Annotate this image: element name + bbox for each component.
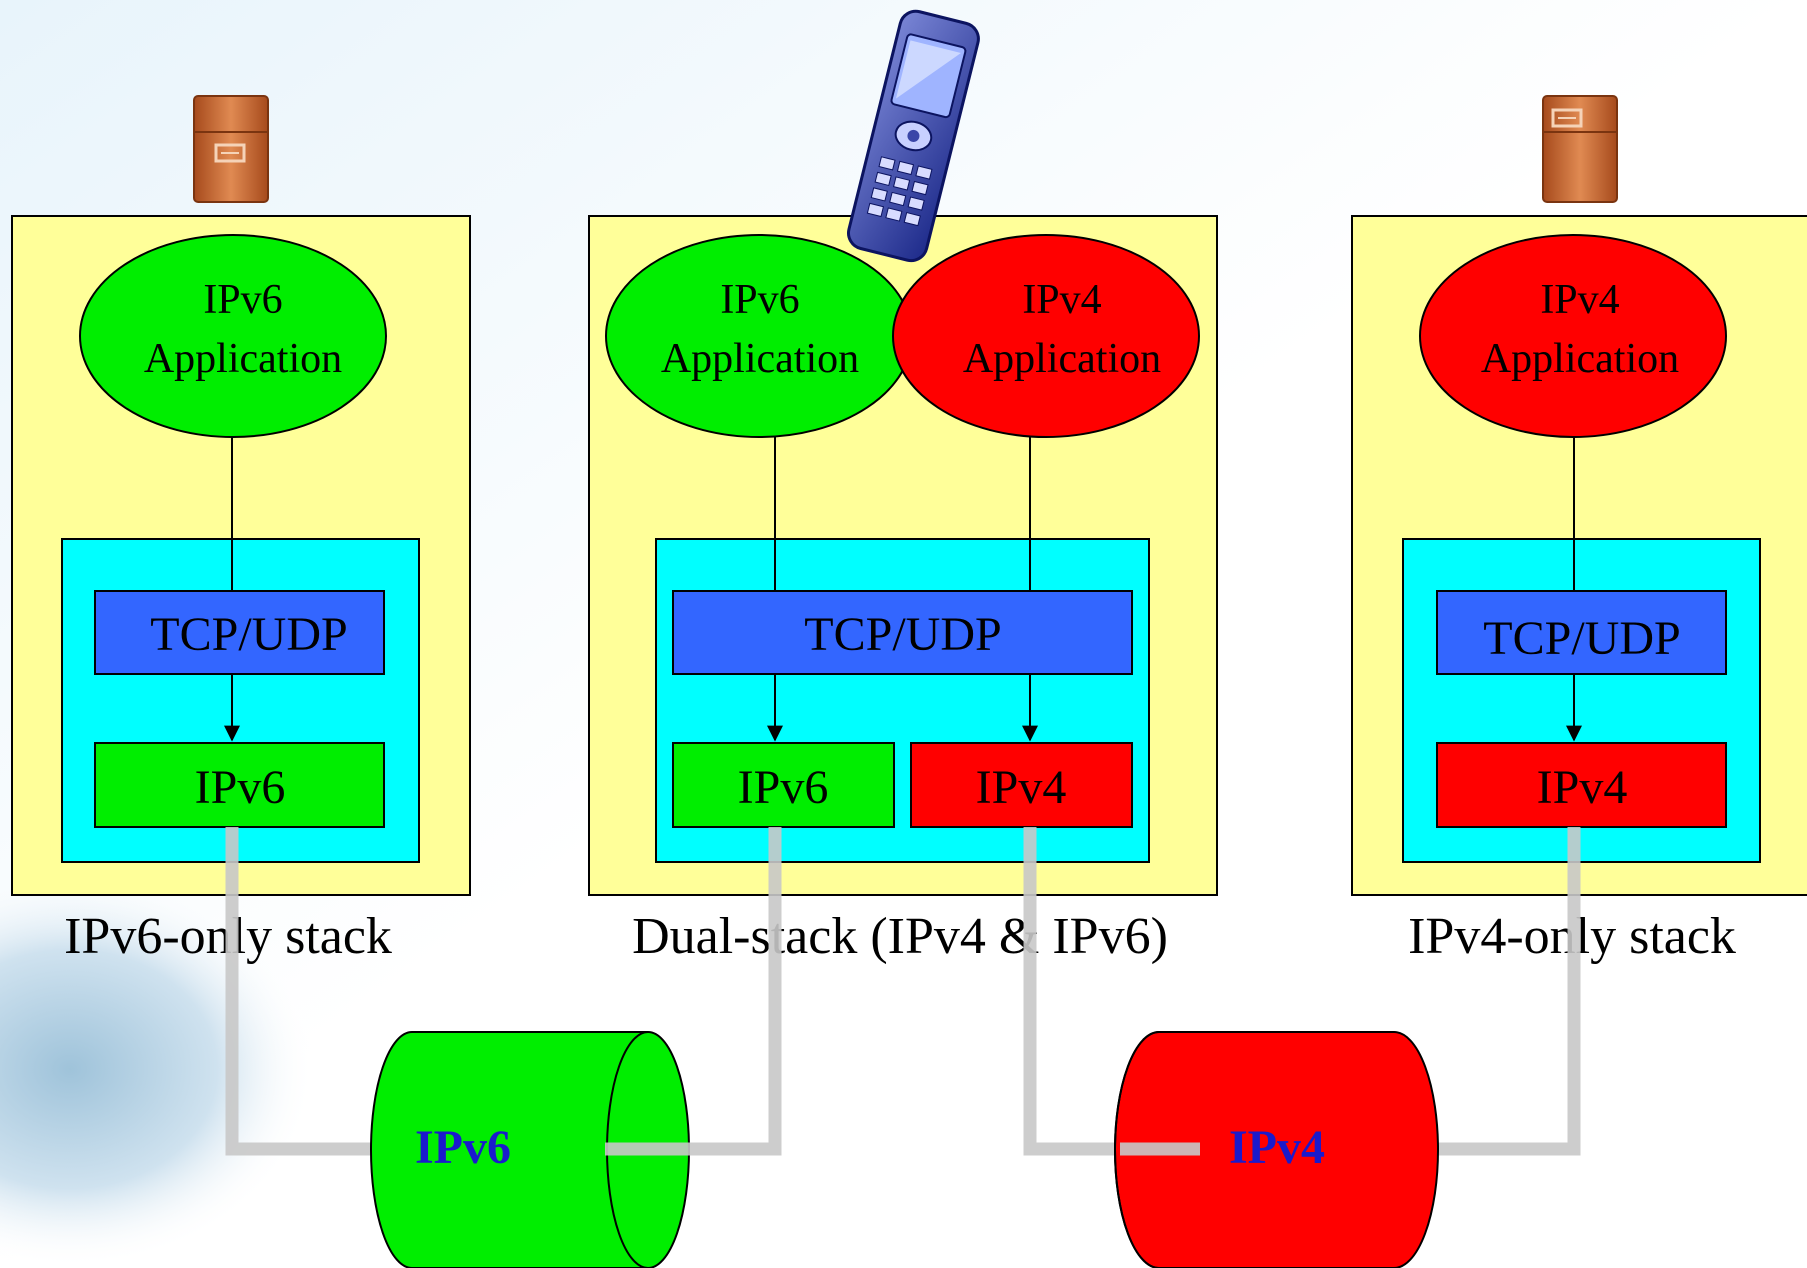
server-icon (193, 95, 269, 203)
ipv4-network-box (910, 742, 1133, 828)
tcp-udp-label: TCP/UDP (804, 608, 1001, 661)
ipv6-network-label: IPv6 (195, 761, 286, 814)
ipv4-network-box (1436, 742, 1727, 828)
tcp-udp-label: TCP/UDP (150, 608, 347, 661)
app-label-line1: IPv6 (203, 277, 282, 323)
tcp-udp-box (94, 590, 385, 675)
app-v4-label-line1: IPv4 (1022, 277, 1101, 323)
ipv6-network-label: IPv6 (738, 761, 829, 814)
ipv6-network-cylinder: IPv6 (370, 1031, 690, 1268)
app-v4-label-line2: Application (963, 336, 1161, 382)
app-label-line1: IPv4 (1540, 277, 1619, 323)
dual-stack: IPv6 Application IPv4 Application TCP/UD… (588, 9, 1218, 965)
left-ipv6-link (225, 827, 380, 1156)
mobile-phone-icon (847, 9, 980, 263)
ipv6-only-stack: IPv6 Application TCP/UDP IPv6 IPv6-only … (11, 95, 471, 965)
tcp-udp-label: TCP/UDP (1483, 612, 1680, 665)
ipv4-network-label: IPv4 (976, 761, 1067, 814)
ipv6-network-box (672, 742, 895, 828)
tcp-udp-box (1436, 590, 1727, 675)
ipv4-network-label: IPv4 (1229, 1121, 1325, 1174)
app-v6-label-line2: Application (661, 336, 859, 382)
ipv4-network-cylinder: IPv4 (1114, 1031, 1439, 1268)
ipv4-application-ellipse (892, 234, 1200, 438)
app-v6-label-line1: IPv6 (720, 277, 799, 323)
ipv4-network-label: IPv4 (1537, 761, 1628, 814)
server-icon (1542, 95, 1618, 203)
right-ipv4-link (1420, 827, 1581, 1156)
stack-caption: Dual-stack (IPv4 & IPv6) (632, 908, 1168, 965)
ipv6-network-box (94, 742, 385, 828)
tcp-udp-box (672, 590, 1133, 675)
ipv6-network-label: IPv6 (415, 1121, 511, 1174)
ipv4-only-stack: IPv4 Application TCP/UDP IPv4 IPv4-only … (1351, 95, 1807, 965)
app-label-line2: Application (1481, 336, 1679, 382)
app-label-line2: Application (144, 336, 342, 382)
